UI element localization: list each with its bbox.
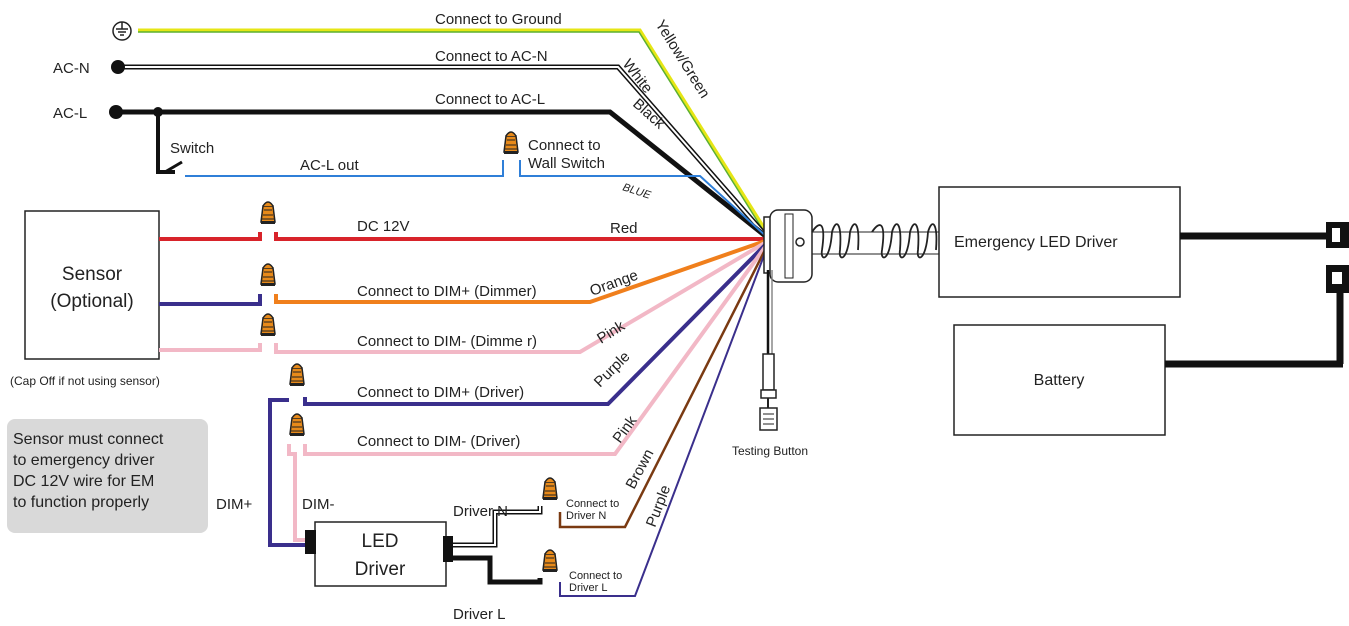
connect-driver-l-1: Connect to <box>569 570 622 582</box>
acl-wire <box>109 105 770 240</box>
acn-terminal-label: AC-N <box>53 60 90 77</box>
wall-switch-label-2: Wall Switch <box>528 155 605 172</box>
driver-n-label: Driver N <box>453 503 508 520</box>
acl-terminal-label: AC-L <box>53 105 87 122</box>
dim-plus-driver-nut <box>289 363 305 387</box>
connect-driver-l-2: Driver L <box>569 582 608 594</box>
pink2-label: Pink <box>609 412 640 446</box>
connector-hub <box>763 209 940 283</box>
dim-minus-driver-nut <box>289 413 305 437</box>
pink-wire-driver <box>287 241 770 542</box>
led-driver-label-2: Driver <box>355 559 406 580</box>
acl-out-label: AC-L out <box>300 157 359 174</box>
blue-label: BLUE <box>621 181 653 201</box>
note-line: to emergency driver <box>13 452 155 469</box>
dim-minus-driver-label: Connect to DIM- (Driver) <box>357 433 520 450</box>
sensor-cap-note: (Cap Off if not using sensor) <box>10 374 160 388</box>
acn-wire <box>111 60 770 240</box>
driver-n-nut <box>542 477 558 501</box>
sensor-label-2: (Optional) <box>50 291 133 312</box>
dc12v-label: DC 12V <box>357 218 410 235</box>
dim-plus-side-label: DIM+ <box>216 496 252 513</box>
dim-plus-driver-label: Connect to DIM+ (Driver) <box>357 384 524 401</box>
spiral-conduit <box>811 223 938 259</box>
pink-label: Pink <box>594 317 628 347</box>
led-driver-box <box>314 521 447 587</box>
acn-terminal <box>111 60 125 74</box>
orange-wire <box>159 238 769 306</box>
dim-minus-dimmer-nut <box>260 313 276 337</box>
ground-wire <box>138 28 772 239</box>
connect-driver-n-2: Driver N <box>566 510 606 522</box>
dim-minus-dimmer-label: Connect to DIM- (Dimme r) <box>357 333 537 350</box>
switch-icon <box>164 160 183 174</box>
sensor-label-1: Sensor <box>62 264 123 285</box>
note-line: DC 12V wire for EM <box>13 473 155 490</box>
note-line: Sensor must connect <box>13 431 164 448</box>
dim-plus-dimmer-nut <box>260 263 276 287</box>
purple-wire-driver <box>268 240 770 547</box>
wall-switch-nut <box>503 131 519 155</box>
connect-driver-n-1: Connect to <box>566 498 619 510</box>
sensor-note: Sensor must connect to emergency driver … <box>7 419 208 533</box>
battery-box <box>953 324 1166 436</box>
dc12v-nut <box>260 201 276 225</box>
pink-wire-dimmer <box>159 239 770 354</box>
testing-button-label: Testing Button <box>732 444 808 458</box>
brown-label: Brown <box>623 446 658 492</box>
led-driver-label-1: LED <box>362 531 399 552</box>
battery-label: Battery <box>1034 372 1085 389</box>
battery-connector <box>1165 222 1349 368</box>
emergency-driver-box <box>938 186 1181 298</box>
acn-label: Connect to AC-N <box>435 48 548 65</box>
red-label: Red <box>610 220 638 237</box>
acl-terminal <box>109 105 123 119</box>
red-wire <box>159 201 768 241</box>
testing-button-icon <box>759 270 778 431</box>
switch-label: Switch <box>170 140 214 157</box>
driver-l-nut <box>542 549 558 573</box>
wall-switch-label-1: Connect to <box>528 137 601 154</box>
ground-icon <box>112 21 132 41</box>
acl-label: Connect to AC-L <box>435 91 545 108</box>
purple-wire-driver-l <box>452 244 769 597</box>
emergency-driver-label: Emergency LED Driver <box>954 234 1118 251</box>
dim-minus-side-label: DIM- <box>302 496 335 513</box>
blue-wire <box>185 131 769 239</box>
sensor-box <box>24 210 160 360</box>
ground-label: Connect to Ground <box>435 11 562 28</box>
driver-l-label: Driver L <box>453 606 506 623</box>
brown-wire <box>452 243 770 548</box>
yellow-green-label: Yellow/Green <box>652 17 713 101</box>
dim-plus-dimmer-label: Connect to DIM+ (Dimmer) <box>357 283 537 300</box>
note-line: to function properly <box>13 494 150 511</box>
